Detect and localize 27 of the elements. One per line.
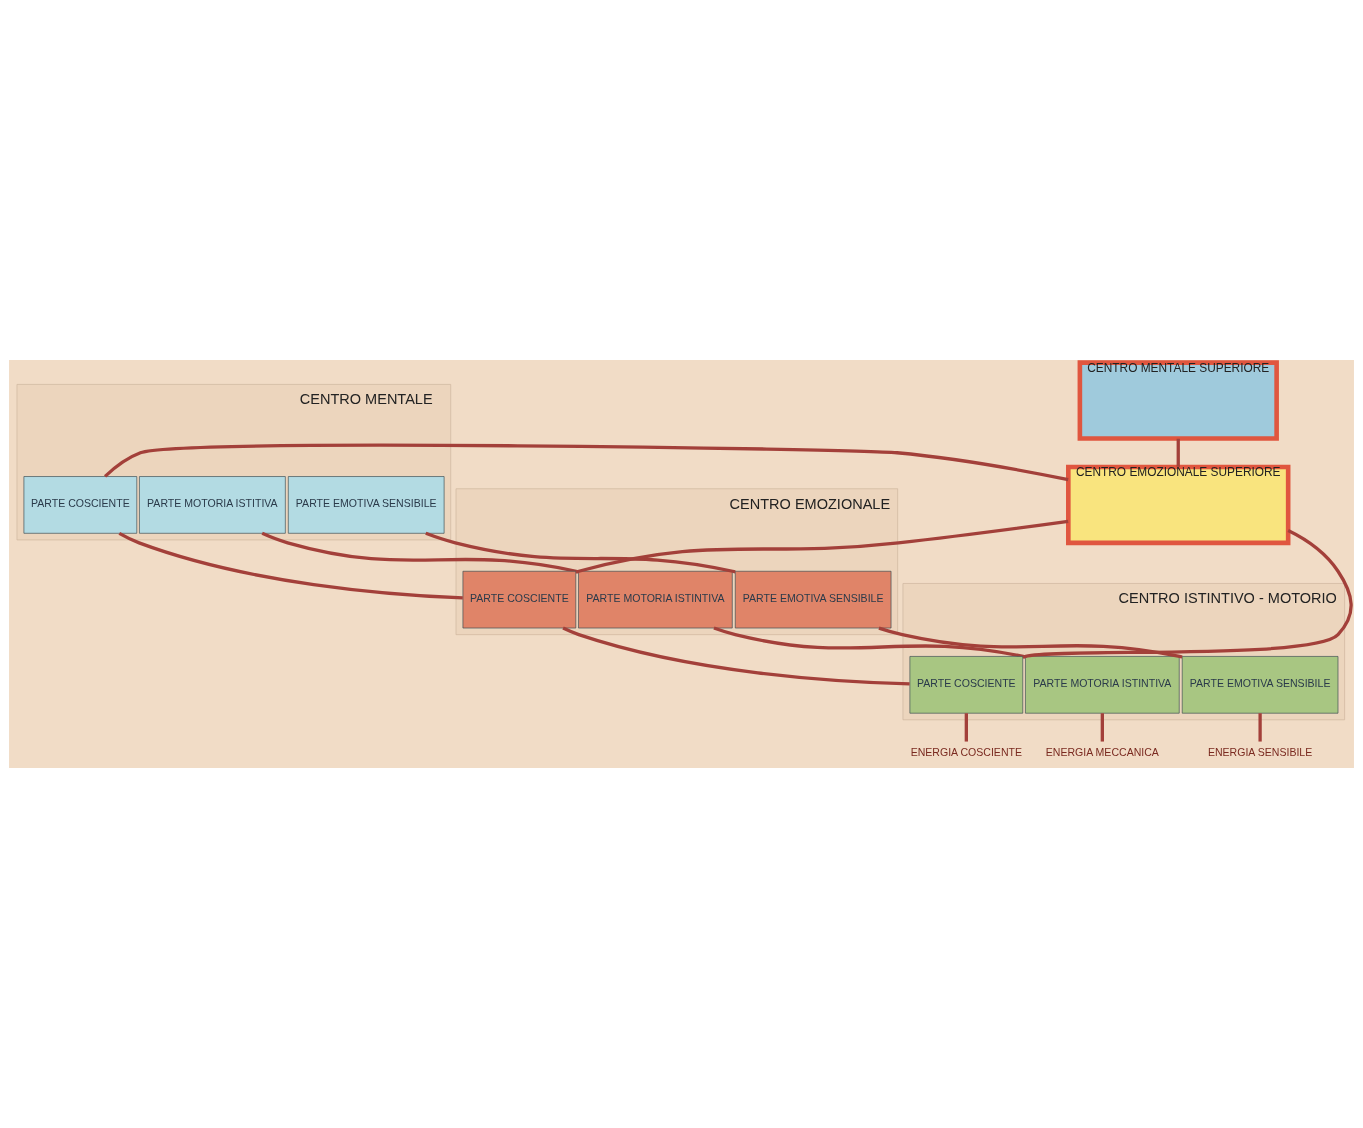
- node-text: ENERGIA MECCANICA: [1045, 745, 1159, 758]
- connector: [1022, 529, 1353, 659]
- connector: [1176, 438, 1180, 467]
- node-box: PARTE COSCIENTE: [462, 570, 577, 629]
- connector: [118, 532, 463, 600]
- node-text: ENERGIA SENSIBILE: [1207, 745, 1313, 758]
- connector: [261, 531, 579, 574]
- connector: [104, 443, 1069, 482]
- connector: [713, 626, 1026, 659]
- node-box: PARTE MOTORIA ISTINTIVA: [578, 570, 733, 629]
- connector: [1258, 713, 1262, 742]
- connector: [1100, 713, 1104, 742]
- node-box: PARTE EMOTIVA SENSIBILE: [1181, 656, 1339, 714]
- connector: [964, 713, 968, 742]
- node-box: CENTRO EMOZIONALE SUPERIORE: [1066, 464, 1291, 546]
- node-box: PARTE COSCIENTE: [909, 656, 1024, 714]
- node-box: PARTE MOTORIA ISTINTIVA: [1025, 656, 1180, 714]
- node-box: CENTRO MENTALE SUPERIORE: [1077, 360, 1279, 441]
- connector: [878, 626, 1183, 659]
- node-box: PARTE MOTORIA ISTITIVA: [139, 476, 286, 534]
- node-text: ENERGIA COSCIENTE: [910, 745, 1022, 758]
- connector: [575, 519, 1069, 574]
- node-box: PARTE EMOTIVA SENSIBILE: [287, 476, 445, 534]
- connector: [425, 531, 736, 574]
- node-box: PARTE EMOTIVA SENSIBILE: [734, 570, 892, 629]
- connector: [562, 626, 910, 686]
- node-box: PARTE COSCIENTE: [23, 476, 138, 534]
